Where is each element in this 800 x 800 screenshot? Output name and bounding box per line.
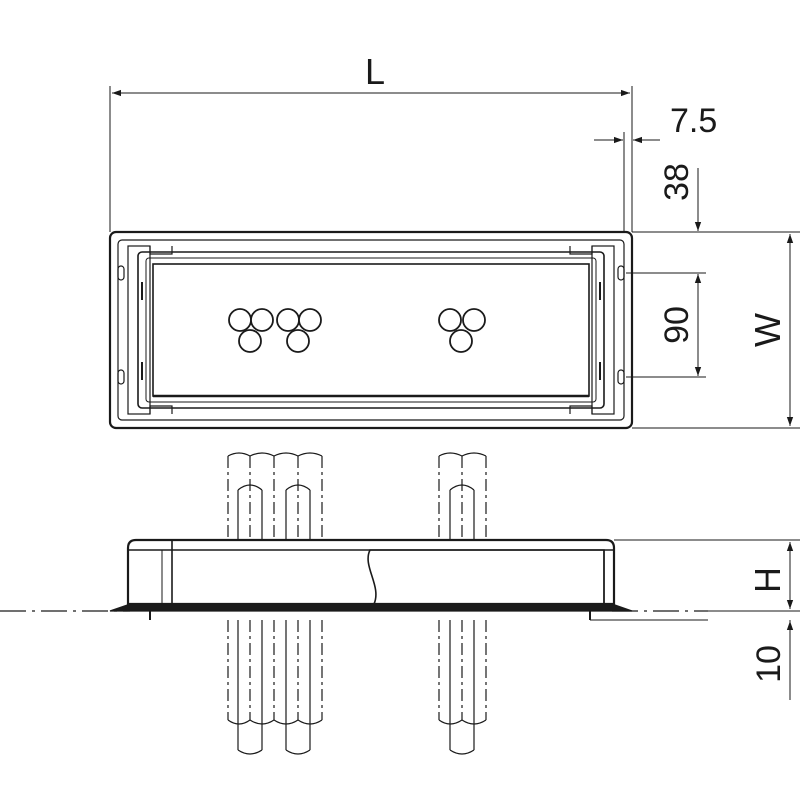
grommet-body [126,538,616,606]
top-offset-label: 38 [658,163,696,201]
top-view [108,230,634,430]
dimension-height: H 10 [614,539,800,700]
dimension-right: 38 90 W [626,163,800,429]
dimension-flange: 7.5 [594,102,717,232]
insert-panel [152,263,590,397]
flange-label: 7.5 [670,102,717,140]
length-label: L [365,51,385,92]
cable-group-left [228,308,322,353]
cable-group-right [438,308,486,353]
outer-frame [108,230,634,430]
depth-label: 10 [750,645,788,683]
inner-frame [117,239,625,421]
width-label: W [747,313,788,347]
cable-bundle-right [438,452,487,755]
dimension-length: L [109,51,633,232]
height-label: H [747,567,788,593]
side-view [0,538,800,621]
cables-side-view [227,452,487,755]
inner-width-label: 90 [658,306,696,344]
cutaway-section [367,549,605,605]
cable-bundle-left [227,452,323,755]
